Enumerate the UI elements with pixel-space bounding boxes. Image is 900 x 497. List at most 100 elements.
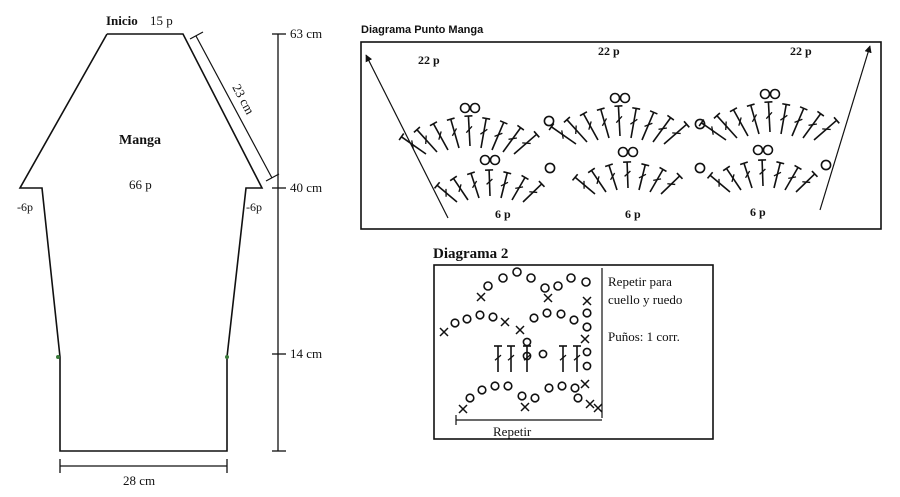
dc-top-bar bbox=[579, 111, 588, 117]
dc-top-bar bbox=[659, 166, 667, 173]
dc-stem bbox=[732, 109, 749, 137]
dc-stitch-symbol bbox=[649, 166, 667, 193]
dc-cross-bar bbox=[751, 114, 758, 123]
dc-stitch-symbol bbox=[587, 167, 607, 193]
dc-stitch-symbol bbox=[638, 163, 650, 191]
chain-stitch-symbol bbox=[582, 322, 592, 332]
chain-stitch-symbol bbox=[512, 267, 522, 277]
sc-stitch-symbol bbox=[580, 334, 590, 344]
dc-stitch-symbol bbox=[758, 159, 767, 187]
chain-stitch-symbol bbox=[490, 381, 500, 391]
dc-stem bbox=[550, 126, 577, 145]
dc-cross-bar bbox=[465, 125, 473, 134]
dc-stitch-symbol bbox=[706, 171, 731, 193]
dc-cross-bar bbox=[494, 354, 502, 361]
dc-cross-bar bbox=[601, 118, 608, 127]
sleeve-outline bbox=[18, 33, 264, 452]
chain-stitch-symbol bbox=[820, 159, 832, 171]
chain-stitch-symbol bbox=[582, 361, 592, 371]
dc-stitch-symbol bbox=[623, 161, 632, 189]
dc-stem bbox=[813, 119, 838, 141]
dc-stem bbox=[416, 129, 438, 153]
dc-stitch-symbol bbox=[729, 107, 749, 137]
dc-cross-bar bbox=[529, 191, 538, 194]
dc-cross-bar bbox=[802, 181, 811, 184]
slant-dimension-line bbox=[195, 35, 273, 179]
dc-cross-bar bbox=[738, 117, 742, 126]
chain-stitch-symbol bbox=[759, 88, 771, 100]
stitch-diagram-manga: Diagrama Punto Manga 22 p 22 p 22 p 6 p … bbox=[360, 24, 882, 230]
width-measure-label: 28 cm bbox=[123, 473, 155, 488]
dc-stem bbox=[436, 184, 458, 203]
dc-stem bbox=[663, 123, 688, 145]
dc-cross-bar bbox=[822, 128, 831, 131]
dc-cross-bar bbox=[486, 178, 493, 185]
dc-cross-bar bbox=[718, 178, 720, 187]
dc-cross-bar bbox=[609, 172, 616, 181]
stitch-diagram-title: Diagrama Punto Manga bbox=[361, 24, 484, 36]
dc-cross-bar bbox=[515, 186, 524, 190]
diagram2-note-3: Puños: 1 corr. bbox=[608, 329, 680, 344]
dc-cross-bar bbox=[711, 126, 714, 135]
dc-top-bar bbox=[516, 124, 525, 131]
dc-stem bbox=[449, 118, 460, 149]
chain-stitch-symbol bbox=[479, 154, 491, 166]
dc-stitch-symbol bbox=[802, 110, 825, 139]
dc-stitch-symbol bbox=[641, 110, 658, 141]
chain-stitch-symbol bbox=[538, 349, 548, 359]
height-label-40: 40 cm bbox=[290, 180, 322, 195]
diagram2-note-2: cuello y ruedo bbox=[608, 292, 682, 307]
dc-top-bar bbox=[833, 116, 840, 124]
dc-stem bbox=[700, 122, 727, 141]
dc-top-bar bbox=[666, 114, 675, 121]
sleeve-top-label: Inicio bbox=[106, 13, 138, 28]
dc-stitch-symbol bbox=[663, 120, 690, 145]
chain-stitch-symbol bbox=[503, 381, 513, 391]
dc-stitch-symbol bbox=[660, 172, 684, 195]
dc-stitch-symbol bbox=[398, 133, 427, 155]
dc-stitch-symbol bbox=[485, 169, 494, 197]
sc-stitch-symbol bbox=[585, 399, 595, 409]
dc-top-bar bbox=[413, 126, 421, 133]
dc-top-bar bbox=[641, 163, 650, 167]
sleeve-schematic: Inicio 15 p Manga 66 p -6p -6p 23 cm 28 … bbox=[17, 13, 322, 488]
dc-stitch-symbol bbox=[494, 345, 502, 372]
chain-stitch-symbol bbox=[530, 393, 540, 403]
dc-top-bar bbox=[683, 120, 690, 128]
dc-top-bar bbox=[782, 102, 791, 106]
dc-cross-bar bbox=[458, 184, 462, 193]
sc-stitch-symbol bbox=[582, 296, 592, 306]
dc-stem bbox=[470, 173, 480, 199]
sleeve-name: Manga bbox=[119, 133, 161, 148]
bottom-count-3: 6 p bbox=[750, 205, 766, 219]
dc-top-bar bbox=[503, 171, 512, 175]
sc-stitch-symbol bbox=[520, 402, 530, 412]
dc-cross-bar bbox=[672, 132, 681, 135]
dc-stitch-symbol bbox=[652, 114, 675, 143]
dc-cross-bar bbox=[638, 173, 647, 179]
dc-stem bbox=[513, 133, 538, 155]
dc-stem bbox=[608, 165, 618, 191]
chain-stitch-symbol bbox=[769, 88, 781, 100]
dc-top-bar bbox=[739, 161, 749, 166]
dc-top-bar bbox=[533, 130, 540, 138]
dc-top-bar bbox=[466, 171, 476, 176]
dc-stem bbox=[599, 108, 610, 139]
sc-stitch-symbol bbox=[515, 325, 525, 335]
sc-stitch-symbol bbox=[543, 293, 553, 303]
dc-stem bbox=[488, 169, 491, 197]
dc-stem bbox=[641, 112, 655, 141]
diagram2-stitches bbox=[439, 267, 603, 414]
left-decrease-label: -6p bbox=[17, 200, 33, 214]
dc-stem bbox=[725, 167, 742, 191]
dc-stem bbox=[761, 159, 764, 187]
dc-stem bbox=[743, 163, 753, 189]
dc-cross-bar bbox=[561, 130, 564, 139]
dc-stem bbox=[626, 161, 629, 189]
dc-stem bbox=[491, 122, 505, 151]
dc-stem bbox=[780, 104, 787, 135]
dc-top-bar bbox=[449, 175, 458, 182]
dc-top-bar bbox=[563, 116, 571, 123]
chain-stitch-symbol bbox=[459, 102, 471, 114]
dc-stitch-symbol bbox=[596, 107, 610, 139]
